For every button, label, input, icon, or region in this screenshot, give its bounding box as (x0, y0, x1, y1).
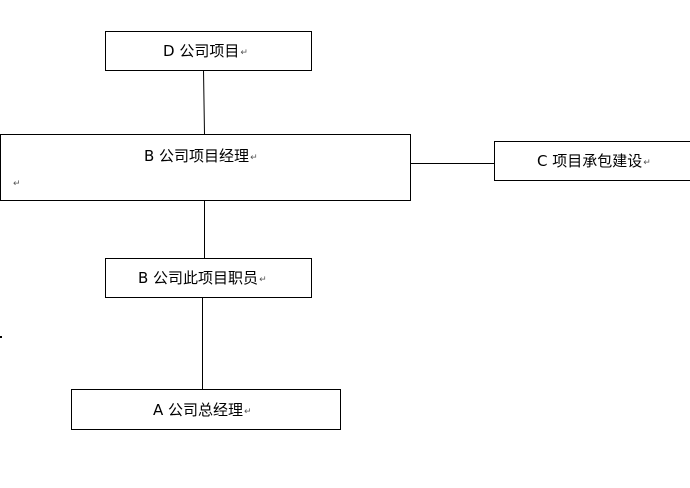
node-d-label-wrap: D 公司项目↵ (163, 42, 248, 62)
node-b-project-staff: B 公司此项目职员↵ (105, 258, 312, 298)
node-a-general-manager: A 公司总经理↵ (71, 389, 341, 430)
connector-d-to-b-manager (203, 69, 205, 135)
node-a-label-wrap: A 公司总经理↵ (153, 401, 252, 421)
node-c-label: C 项目承包建设 (537, 152, 643, 170)
node-c-contractor: C 项目承包建设↵ (494, 141, 690, 181)
node-b-staff-label-wrap: B 公司此项目职员↵ (138, 269, 267, 289)
node-b-manager-label: B 公司项目经理 (144, 147, 250, 165)
paragraph-mark: ↵ (240, 48, 248, 58)
node-d-label: D 公司项目 (163, 42, 240, 60)
paragraph-mark: ↵ (643, 158, 651, 168)
node-b-staff-label: B 公司此项目职员 (138, 269, 259, 287)
stray-dot (0, 336, 2, 338)
node-a-label: A 公司总经理 (153, 401, 244, 419)
node-c-label-wrap: C 项目承包建设↵ (537, 152, 651, 172)
node-b-manager-label-wrap: B 公司项目经理↵ (144, 147, 258, 167)
paragraph-mark: ↵ (13, 179, 21, 189)
node-b-project-manager: B 公司项目经理↵ ↵ (0, 134, 411, 201)
paragraph-mark: ↵ (259, 275, 267, 285)
paragraph-mark: ↵ (244, 407, 252, 417)
node-d-company-project: D 公司项目↵ (105, 31, 312, 71)
paragraph-mark: ↵ (250, 153, 258, 163)
